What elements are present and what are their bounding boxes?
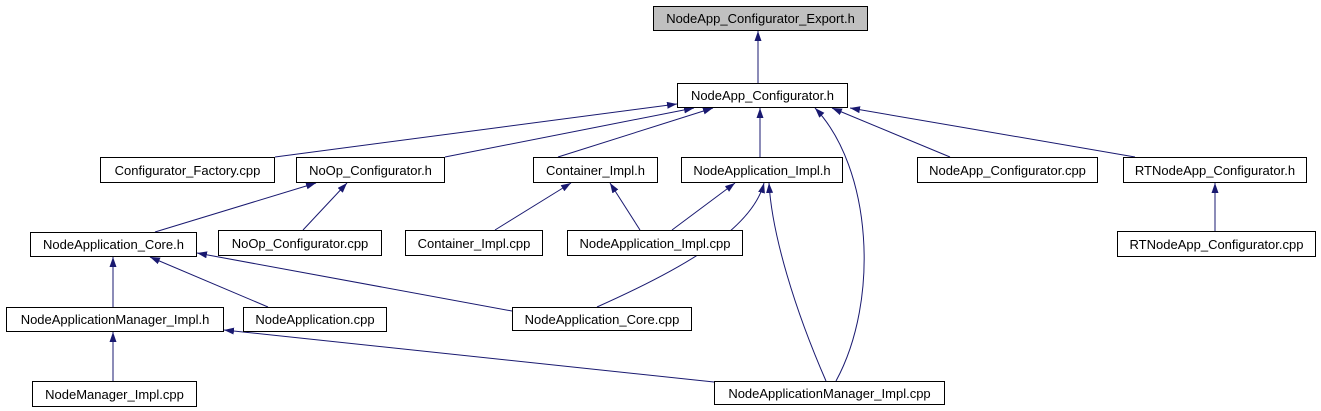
include-edge-RTNodeApp_Configurator.h-to-NodeApp_Configurator.h (849, 106, 1136, 158)
include-edge-NodeApp_Configurator.cpp-to-NodeApp_Configurator.h (831, 107, 951, 158)
graph-node-label: NoOp_Configurator.cpp (231, 235, 369, 251)
graph-node-label: Configurator_Factory.cpp (114, 162, 261, 178)
graph-node-nodeapp-configurator-cpp[interactable]: NodeApp_Configurator.cpp (917, 157, 1098, 183)
graph-node-label: NodeApp_Configurator.cpp (929, 162, 1086, 178)
graph-node-noop-configurator-h[interactable]: NoOp_Configurator.h (296, 157, 445, 183)
graph-node-noop-configurator-cpp[interactable]: NoOp_Configurator.cpp (218, 230, 382, 256)
include-edge-NodeApplicationManager_Impl.cpp-to-NodeApplicationManager_Impl.h (223, 327, 715, 383)
graph-node-nodeapplication-impl-cpp[interactable]: NodeApplication_Impl.cpp (567, 230, 743, 256)
graph-node-label: RTNodeApp_Configurator.cpp (1129, 236, 1304, 252)
include-edge-NodeApplication.cpp-to-NodeApplication_Core.h (149, 256, 269, 308)
graph-node-label: NodeApplication_Core.cpp (524, 311, 680, 327)
graph-node-label: NodeApplicationManager_Impl.cpp (728, 385, 931, 401)
graph-node-label: NodeManager_Impl.cpp (45, 386, 184, 402)
include-edge-NoOp_Configurator.h-to-NodeApp_Configurator.h (444, 106, 695, 158)
graph-node-label: NodeApp_Configurator_Export.h (666, 11, 855, 26)
graph-node-label: NodeApplication_Impl.h (693, 162, 831, 178)
graph-node-nodeapplication-cpp[interactable]: NodeApplication.cpp (243, 307, 387, 332)
include-edge-NodeApplication_Core.h-to-NoOp_Configurator.h (154, 182, 317, 233)
include-edge-Container_Impl.cpp-to-Container_Impl.h (494, 182, 572, 231)
graph-node-label: NoOp_Configurator.h (309, 162, 432, 178)
graph-node-label: Container_Impl.cpp (417, 235, 531, 251)
graph-node-nodeapplication-impl-h[interactable]: NodeApplication_Impl.h (681, 157, 843, 183)
graph-node-nodeapp-configurator-h[interactable]: NodeApp_Configurator.h (677, 83, 848, 108)
graph-node-rtnodeapp-configurator-h[interactable]: RTNodeApp_Configurator.h (1123, 157, 1307, 183)
graph-node-container-impl-cpp[interactable]: Container_Impl.cpp (405, 230, 543, 256)
graph-node-nodemanager-impl-cpp[interactable]: NodeManager_Impl.cpp (32, 381, 197, 407)
include-edge-Container_Impl.h-to-NodeApp_Configurator.h (557, 107, 714, 158)
include-edge-NodeApplication_Impl.cpp-to-NodeApplication_Impl.h (671, 182, 736, 231)
graph-node-label: NodeApp_Configurator.h (690, 88, 835, 103)
include-edge-Configurator_Factory.cpp-to-NodeApp_Configurator.h (274, 101, 678, 158)
graph-node-nodeapplicationmanager-impl-cpp[interactable]: NodeApplicationManager_Impl.cpp (714, 381, 945, 405)
graph-node-label: NodeApplicationManager_Impl.h (20, 312, 210, 327)
include-edge-NodeApplicationManager_Impl.cpp-to-NodeApp_Configurator.h (814, 107, 865, 382)
graph-node-configurator-factory-cpp[interactable]: Configurator_Factory.cpp (100, 157, 275, 183)
graph-node-label: Container_Impl.h (546, 162, 645, 178)
graph-node-label: RTNodeApp_Configurator.h (1134, 162, 1296, 178)
include-edge-NodeApplication_Impl.cpp-to-Container_Impl.h (609, 182, 641, 231)
graph-node-label: NodeApplication_Impl.cpp (579, 235, 731, 251)
include-edge-NoOp_Configurator.cpp-to-NoOp_Configurator.h (302, 182, 348, 231)
graph-node-container-impl-h[interactable]: Container_Impl.h (533, 157, 658, 183)
graph-node-nodeapplication-core-cpp[interactable]: NodeApplication_Core.cpp (512, 307, 692, 331)
include-edge-NodeApplication_Core.cpp-to-NodeApplication_Core.h (196, 251, 513, 312)
include-edge-NodeApplicationManager_Impl.cpp-to-NodeApplication_Impl.h (766, 182, 827, 382)
graph-node-rtnodeapp-configurator-cpp[interactable]: RTNodeApp_Configurator.cpp (1117, 231, 1316, 257)
graph-node-nodeapp-configurator-export-h[interactable]: NodeApp_Configurator_Export.h (653, 6, 868, 31)
graph-node-label: NodeApplication_Core.h (43, 237, 184, 252)
graph-node-label: NodeApplication.cpp (255, 312, 375, 327)
graph-node-nodeapplication-core-h[interactable]: NodeApplication_Core.h (30, 232, 197, 257)
graph-node-nodeapplicationmanager-impl-h[interactable]: NodeApplicationManager_Impl.h (6, 307, 224, 332)
